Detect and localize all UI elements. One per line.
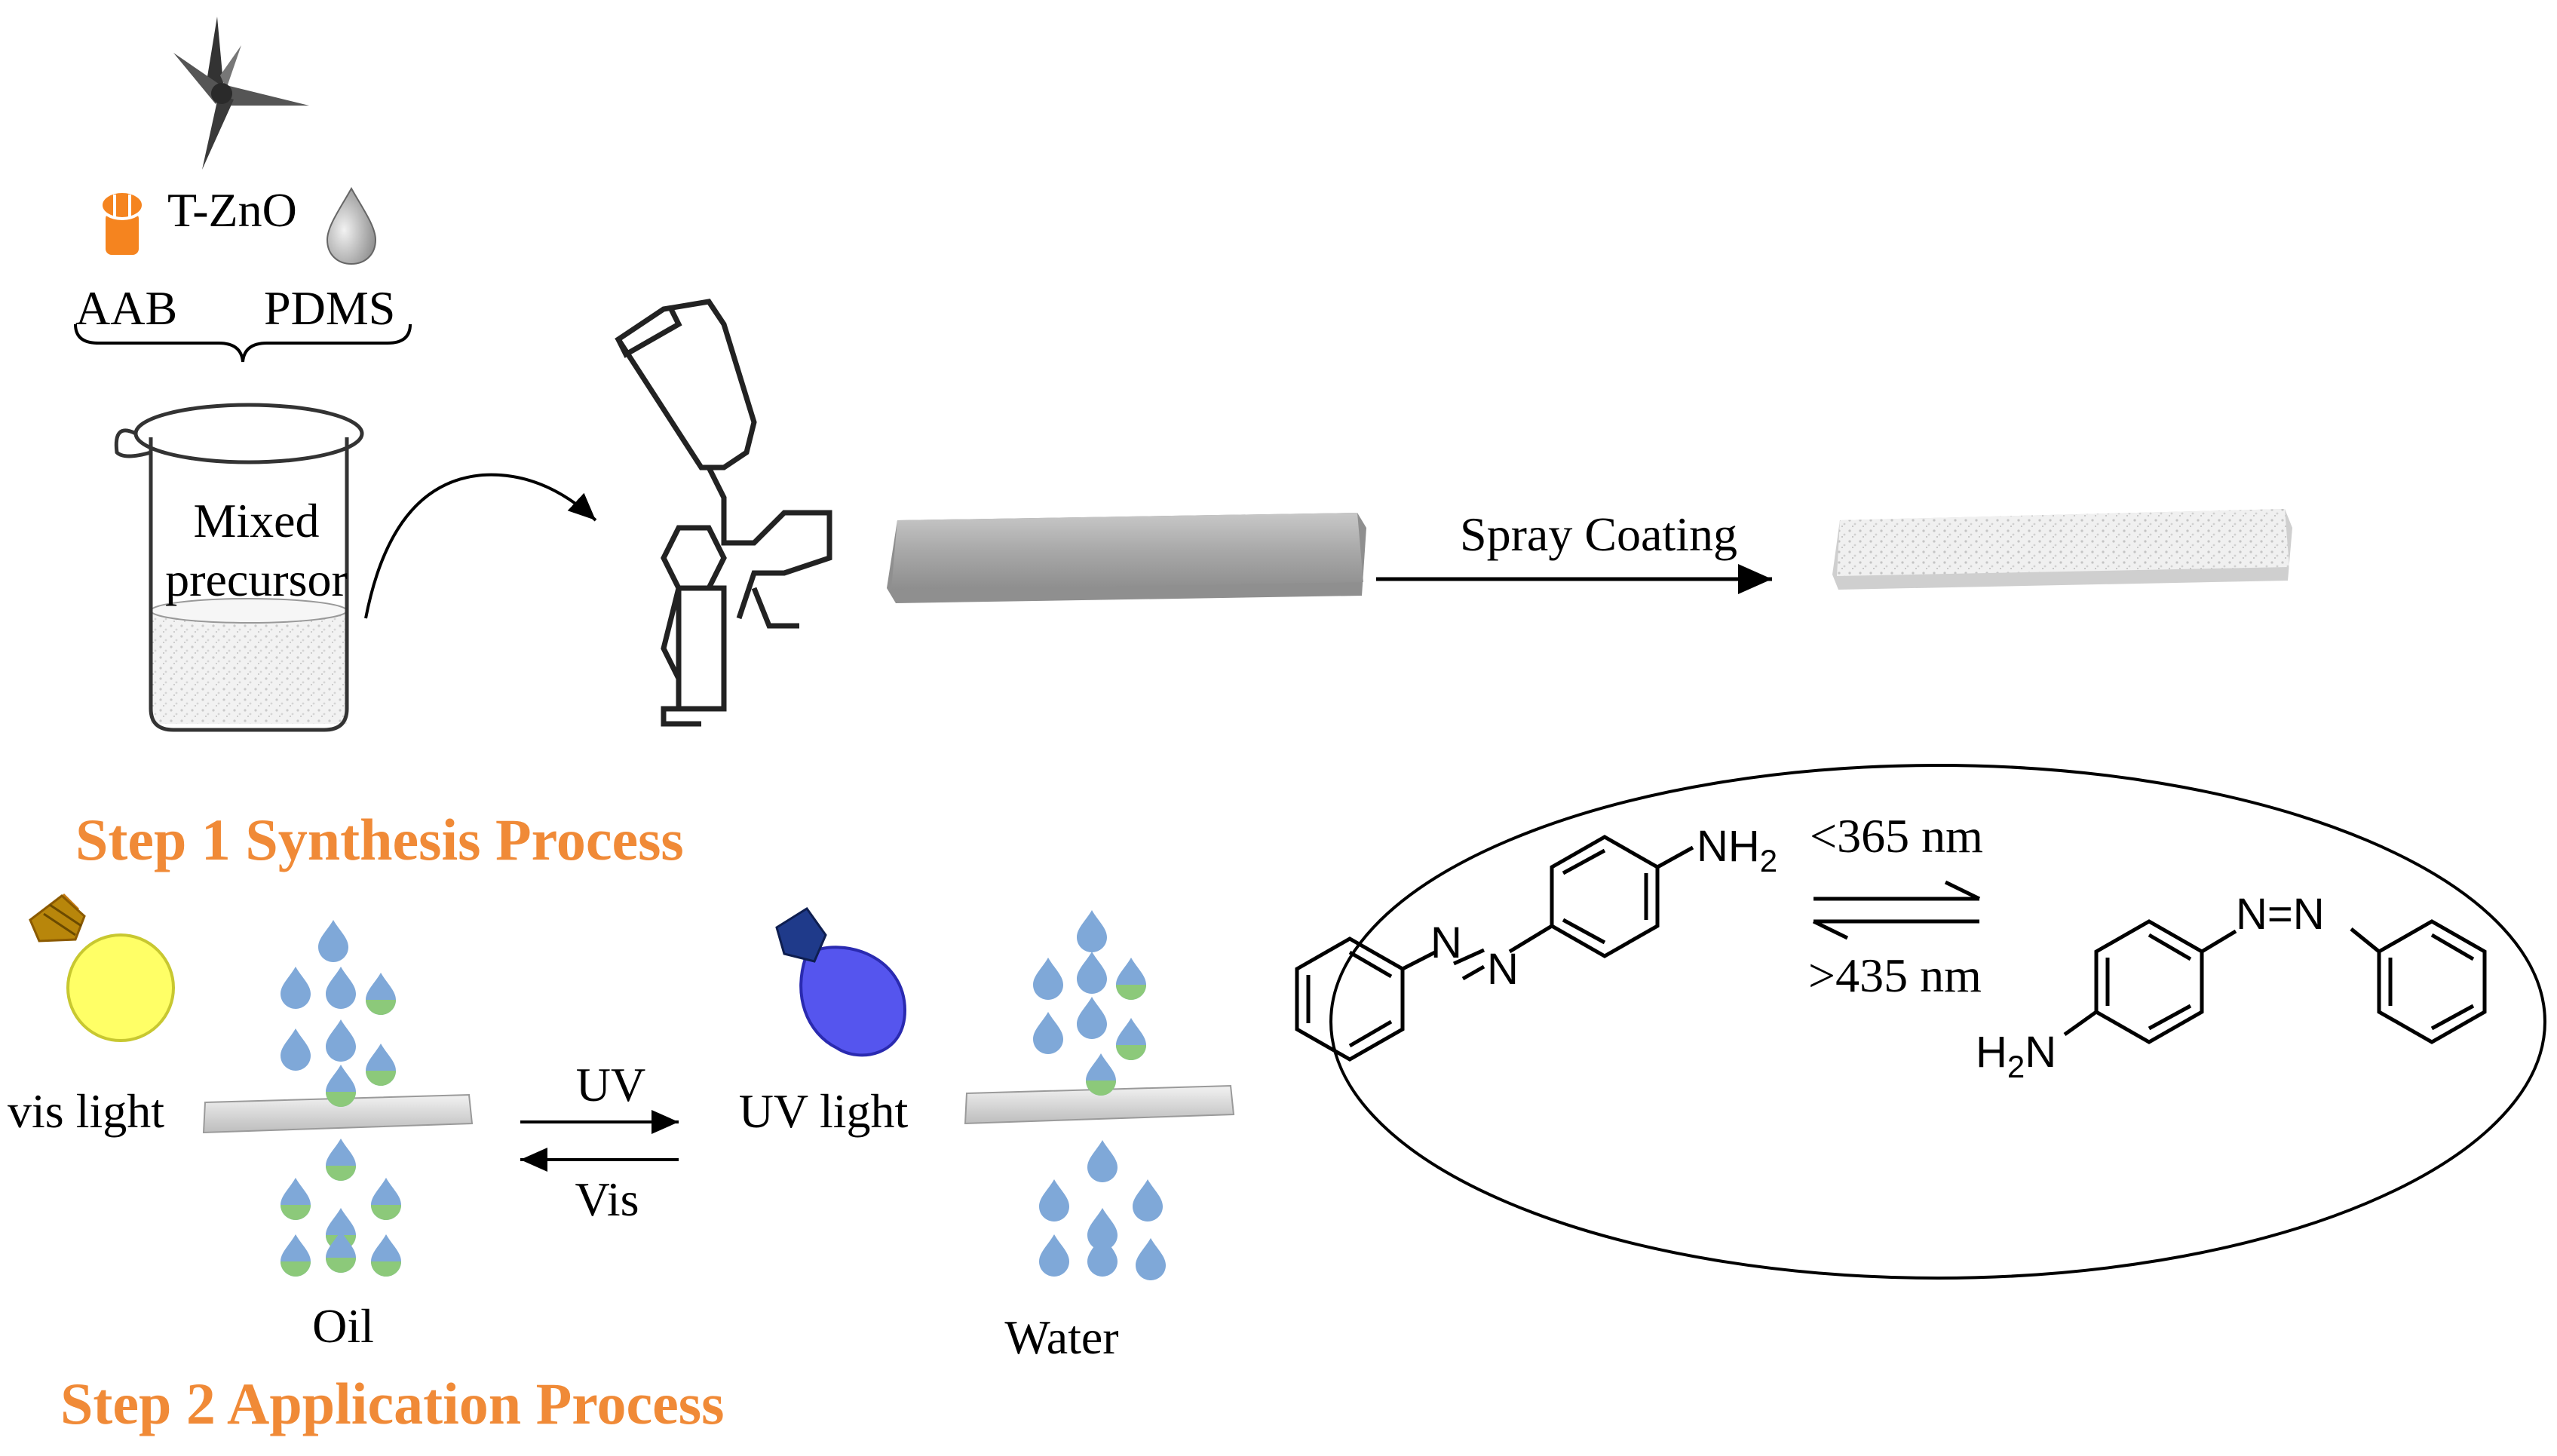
curved-arrow-to-spray-gun [364, 473, 597, 619]
droplet-left-7-lower-half [326, 1092, 356, 1107]
vis-light-bulb-icon [29, 894, 175, 1042]
pdms-drop-icon [326, 186, 377, 265]
aab-label: AAB [75, 281, 177, 335]
droplet-left-3-lower-half [366, 1000, 396, 1015]
tzno-label: T-ZnO [167, 183, 297, 237]
water-permeation-droplets [1033, 910, 1166, 1280]
step1-title: Step 1 Synthesis Process [75, 807, 684, 872]
backward-wavelength: >435 nm [1808, 949, 1982, 1002]
droplet-right-13 [1087, 1234, 1118, 1277]
step2-substrate-left [202, 1093, 474, 1134]
droplet-right-0 [1077, 910, 1107, 952]
droplet-left-10-lower-half [371, 1205, 401, 1220]
forward-wavelength: <365 nm [1810, 809, 1983, 863]
uv-light-label: UV light [739, 1084, 909, 1138]
oil-permeation-droplets [281, 920, 401, 1277]
trans-aminoazobenzene-structure [1295, 835, 1694, 1062]
coated-substrate [1832, 509, 2292, 590]
step2-substrate-right [964, 1084, 1235, 1125]
aab-icon-body [106, 213, 139, 255]
droplet-left-6-lower-half [366, 1071, 396, 1086]
beaker-liquid [151, 611, 347, 724]
pdms-label: PDMS [264, 281, 395, 335]
uv-light-bulb-icon [775, 906, 907, 1057]
aab-molecule-icon [100, 190, 145, 255]
cis-h2n-n: N [2025, 1028, 2056, 1077]
droplet-right-11 [1087, 1208, 1118, 1250]
droplet-right-7-lower-half [1086, 1081, 1116, 1096]
uv-arrow-label: UV [576, 1058, 645, 1111]
spray-coating-label: Spray Coating [1460, 507, 1737, 561]
droplet-right-6-lower-half [1116, 1045, 1146, 1060]
droplet-right-8 [1087, 1140, 1118, 1182]
reaction-ellipse [1329, 764, 2546, 1280]
droplet-right-12 [1039, 1234, 1069, 1277]
trans-nh2-subscript: 2 [1760, 843, 1777, 878]
trans-n-lower: N [1487, 945, 1519, 994]
tetrapod-zno-icon [173, 17, 309, 170]
trans-nh2-main: NH [1697, 822, 1760, 871]
droplet-left-5 [326, 1019, 356, 1062]
oil-label: Oil [312, 1299, 374, 1353]
droplet-right-5 [1077, 997, 1107, 1039]
cis-h2n-subscript: 2 [2007, 1049, 2025, 1084]
droplet-left-14-lower-half [371, 1261, 401, 1277]
droplet-right-9 [1039, 1179, 1069, 1222]
droplet-right-14 [1136, 1238, 1166, 1280]
droplet-left-4 [281, 1028, 311, 1071]
droplet-left-12-lower-half [281, 1261, 311, 1277]
droplet-left-8-lower-half [326, 1166, 356, 1181]
droplet-right-1 [1033, 958, 1063, 1000]
beaker-label-line1: Mixed [193, 494, 319, 547]
droplet-left-9-lower-half [281, 1205, 311, 1220]
spray-gun-icon [615, 299, 832, 727]
droplet-right-4 [1033, 1012, 1063, 1054]
beaker-label-line2: precursor [165, 553, 348, 606]
step2-title: Step 2 Application Process [60, 1371, 724, 1436]
vis-arrow-label: Vis [575, 1172, 639, 1226]
cis-aminoazobenzene-structure [2063, 919, 2487, 1044]
droplet-right-10 [1133, 1179, 1163, 1222]
curly-brace [74, 323, 412, 363]
droplet-right-3-lower-half [1116, 985, 1146, 1000]
droplet-left-1 [281, 967, 311, 1009]
vis-light-label: vis light [8, 1084, 164, 1138]
water-label: Water [1004, 1310, 1118, 1364]
droplet-left-2 [326, 967, 356, 1009]
cis-h2n-group: H2N [1976, 1028, 2056, 1084]
equilibrium-arrows [1812, 880, 1981, 940]
trans-n-upper: N [1430, 918, 1462, 967]
cis-azo-group: N=N [2236, 890, 2325, 939]
droplet-right-2 [1077, 952, 1107, 994]
droplet-left-0 [318, 920, 348, 962]
trans-nh2-group: NH2 [1697, 822, 1777, 878]
cis-h2n-h: H [1976, 1028, 2007, 1077]
beaker-icon [114, 403, 364, 732]
droplet-left-13-lower-half [326, 1258, 356, 1273]
substrate-slab [887, 513, 1366, 603]
